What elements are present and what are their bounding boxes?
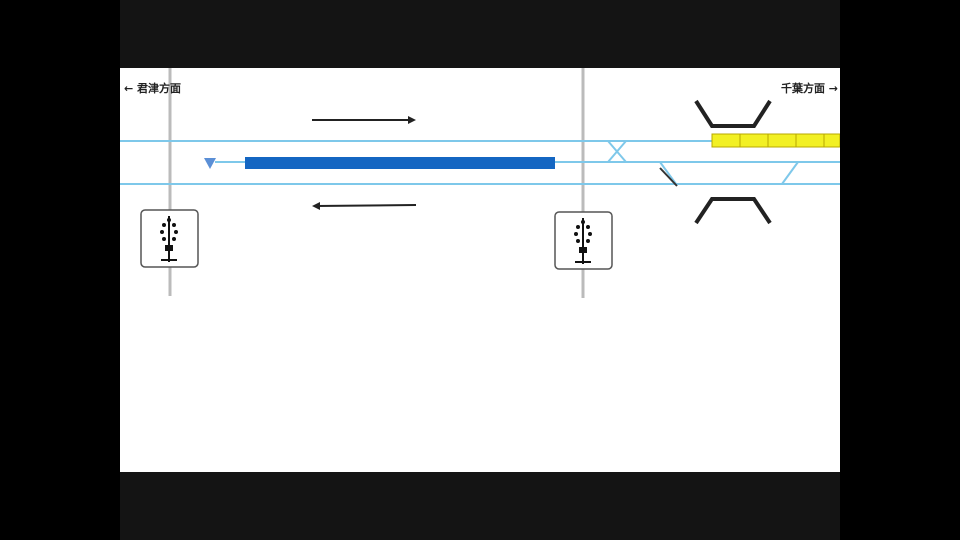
track-diagram: ← 君津方面 千葉方面 → — [120, 68, 840, 472]
siding-branch-left — [659, 161, 677, 185]
crossover-b — [607, 140, 627, 163]
signal-tree-icon — [160, 216, 178, 262]
platform-upper — [694, 99, 772, 128]
siding-stub — [659, 167, 678, 187]
signal-tree-icon — [574, 218, 592, 264]
direction-label-kimitsu: ← 君津方面 — [124, 82, 182, 95]
platform-lower — [694, 197, 772, 225]
signal-box-left — [140, 209, 199, 268]
track-diagram-svg — [120, 68, 840, 298]
signal-box-right — [554, 211, 613, 270]
yellow-train — [711, 133, 840, 148]
siding-branch-right — [781, 161, 799, 185]
blue-train — [245, 157, 555, 169]
direction-label-chiba: 千葉方面 → — [780, 82, 838, 95]
arrow-left-icon — [312, 202, 417, 210]
letterbox-bottom — [120, 472, 840, 540]
arrow-right-icon — [312, 116, 416, 124]
track-end-triangle-icon — [204, 158, 216, 169]
letterbox-top — [120, 0, 840, 68]
